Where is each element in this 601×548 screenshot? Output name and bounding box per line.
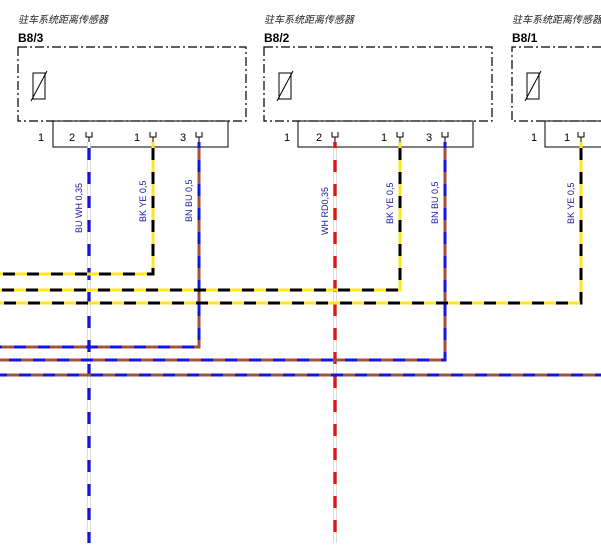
pin-terminal-icon	[396, 132, 404, 142]
wire-layer	[0, 142, 601, 543]
wire-labels: BU WH 0,35 BK YE 0,5 BN BU 0,5 WH RD0,35…	[74, 179, 576, 235]
component-title: 驻车系统距离传感器	[512, 14, 601, 26]
wire-label: BU WH 0,35	[74, 183, 84, 233]
connector-housing	[297, 120, 474, 148]
wire-bk-ye-0-5-6[interactable]	[0, 142, 583, 305]
component-title: 驻车系统距离传感器	[264, 14, 355, 26]
wire-label: WH RD0,35	[320, 187, 330, 235]
wire-label: BN BU 0,5	[430, 181, 440, 224]
component-outline	[17, 46, 247, 122]
pin-terminal-icon	[331, 132, 339, 142]
pin-terminal-icon	[577, 132, 585, 142]
pin-label: 1	[531, 132, 537, 144]
pin-label: 3	[426, 132, 432, 144]
pin-label: 1	[38, 132, 44, 144]
wire-bn-bu-0-5-5[interactable]	[0, 142, 447, 362]
wire-label: BK YE 0,5	[566, 183, 576, 224]
connector-housing	[544, 120, 601, 148]
pin-label: 2	[316, 132, 322, 144]
pin-label: 1	[284, 132, 290, 144]
pin-terminal-icon	[195, 132, 203, 142]
wire-label: BK YE 0,5	[138, 181, 148, 222]
wire-bk-ye-0-5-4[interactable]	[0, 142, 402, 292]
wire-label: BN BU 0,5	[184, 179, 194, 222]
pin-label: 1	[564, 132, 570, 144]
component-tag: B8/1	[512, 31, 538, 45]
pin-terminal-icon	[85, 132, 93, 142]
component-b8-1[interactable]: 驻车系统距离传感器 B8/1 1 1	[511, 14, 601, 148]
wire-bk-ye-0-5-1[interactable]	[0, 142, 155, 276]
component-title: 驻车系统距离传感器	[18, 14, 109, 26]
sensor-symbol-icon	[524, 70, 542, 102]
pin-label: 1	[134, 132, 140, 144]
component-outline	[511, 46, 601, 122]
component-tag: B8/3	[18, 31, 44, 45]
component-tag: B8/2	[264, 31, 290, 45]
component-b8-2[interactable]: 驻车系统距离传感器 B8/2 1 2 1 3	[263, 14, 493, 148]
pin-label: 1	[381, 132, 387, 144]
component-outline	[263, 46, 493, 122]
connector-housing	[52, 120, 229, 148]
sensor-symbol-icon	[276, 70, 294, 102]
pin-label: 2	[69, 132, 75, 144]
sensor-symbol-icon	[30, 70, 48, 102]
component-b8-3[interactable]: 驻车系统距离传感器 B8/3 1 2 1 3	[17, 14, 247, 148]
wire-bn-bu-0-5-2[interactable]	[0, 142, 201, 349]
wire-label: BK YE 0,5	[385, 183, 395, 224]
pin-terminal-icon	[441, 132, 449, 142]
pin-label: 3	[180, 132, 186, 144]
pin-terminal-icon	[149, 132, 157, 142]
